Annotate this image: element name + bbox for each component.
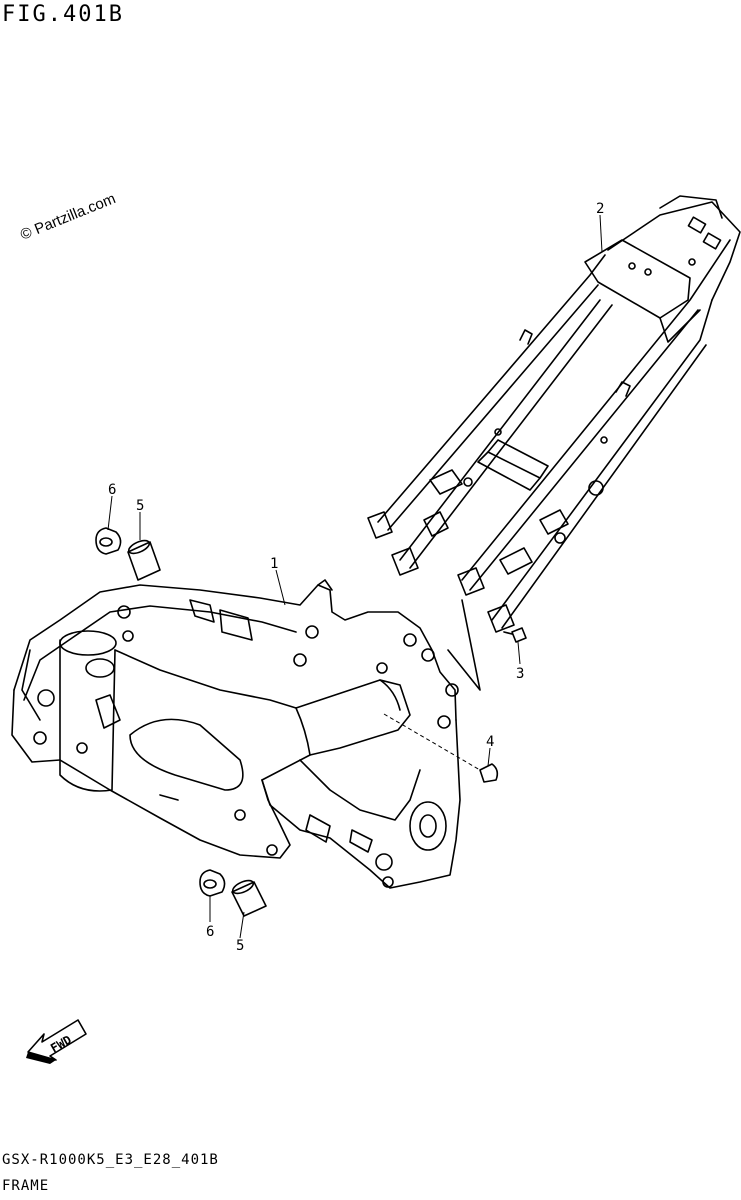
plug-part-4[interactable]: [383, 713, 499, 783]
collar-lower[interactable]: [199, 869, 226, 897]
callout-2[interactable]: 2: [596, 201, 604, 217]
collar-upper[interactable]: [95, 527, 122, 555]
callout-1[interactable]: 1: [270, 556, 278, 572]
break-line: [447, 599, 481, 691]
seat-rail-subframe[interactable]: [367, 195, 741, 633]
bolt-part-3[interactable]: [503, 627, 527, 643]
callout-4[interactable]: 4: [486, 734, 494, 750]
figure-title: FIG.401B: [2, 2, 124, 27]
section-name: FRAME: [2, 1178, 50, 1194]
callout-3[interactable]: 3: [516, 666, 524, 682]
spacer-lower[interactable]: [231, 878, 267, 917]
leader-lines: [107, 214, 603, 939]
callout-6-upper[interactable]: 6: [108, 482, 116, 498]
callout-5-upper[interactable]: 5: [136, 498, 144, 514]
model-code: GSX-R1000K5_E3_E28_401B: [2, 1152, 219, 1168]
spacer-upper[interactable]: [127, 538, 161, 581]
callout-5-lower[interactable]: 5: [236, 938, 244, 954]
fwd-arrow-icon: FWD: [26, 1019, 87, 1064]
callout-6-lower[interactable]: 6: [206, 924, 214, 940]
main-frame[interactable]: [11, 579, 461, 889]
